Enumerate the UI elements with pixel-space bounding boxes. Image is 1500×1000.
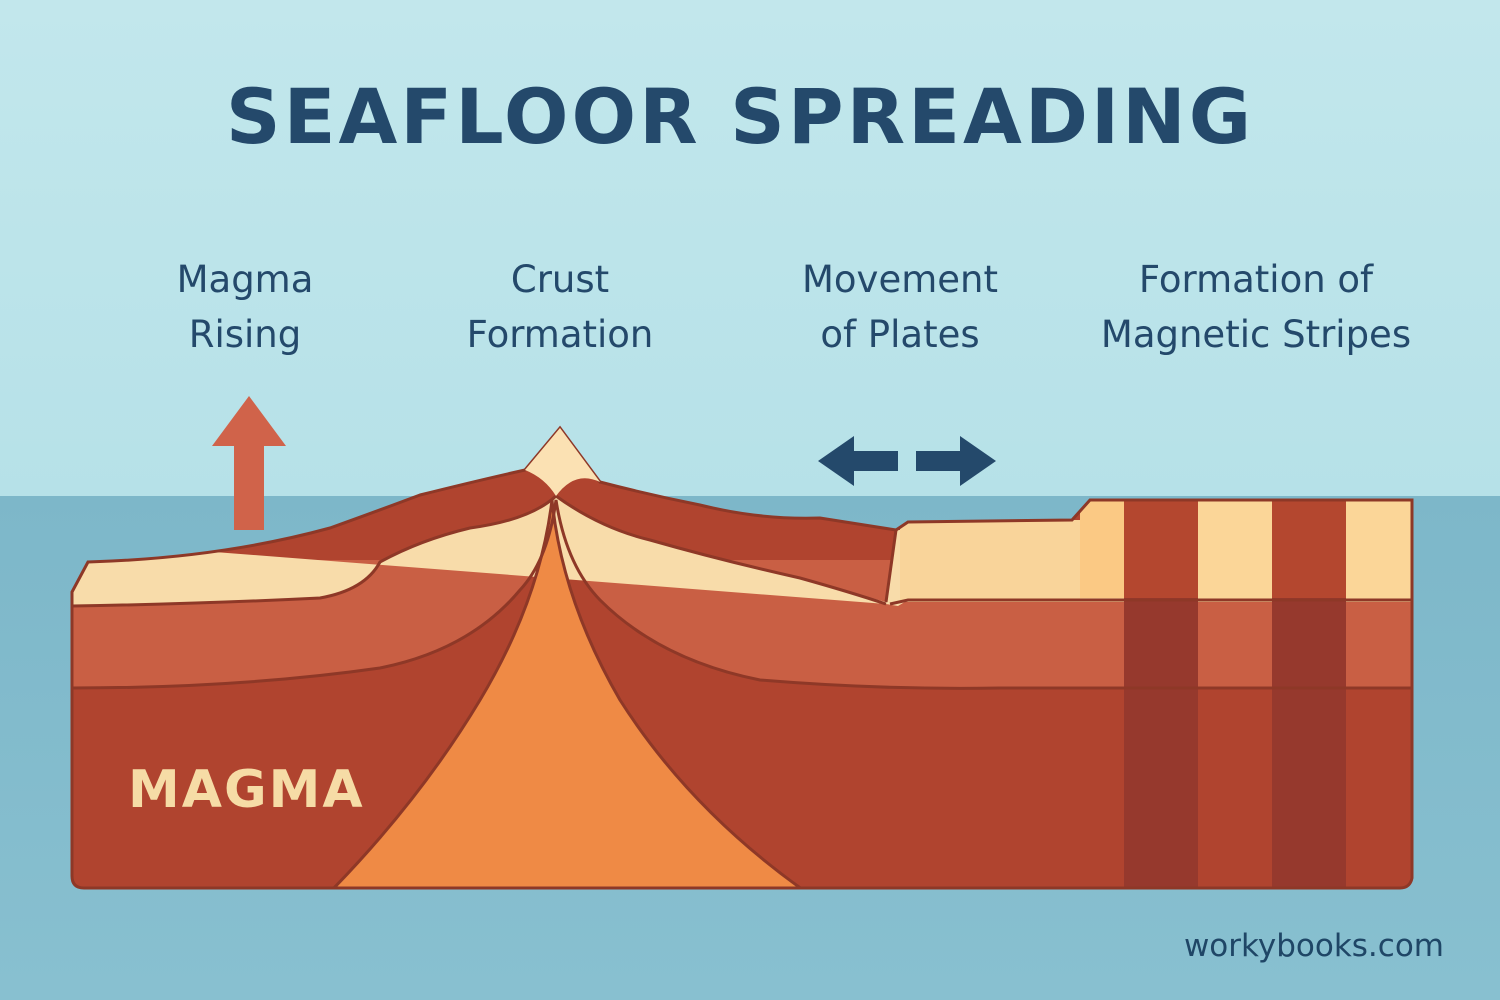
middle-crust-layer (72, 500, 1412, 689)
label-line: Formation of (1138, 258, 1374, 301)
arrow-left-icon (818, 436, 898, 486)
magnetic-stripe-mid-2 (1272, 500, 1346, 598)
label-line: Rising (188, 313, 302, 356)
layer-outlines (70, 425, 1414, 890)
label-line: Movement (802, 258, 998, 301)
label-line: Crust (510, 258, 610, 301)
arrow-up-icon (212, 396, 286, 530)
label-movement-of-plates: Movement of Plates (770, 252, 1030, 362)
ridge-peak (525, 428, 600, 496)
brand-watermark[interactable]: workybooks.com (1183, 928, 1444, 964)
magnetic-stripe-light-1 (1080, 500, 1124, 598)
label-line: Magma (176, 258, 314, 301)
diagram-title: SEAFLOOR SPREADING (225, 72, 1255, 161)
magnetic-stripe-light-2 (1198, 500, 1272, 598)
label-magnetic-stripes: Formation of Magnetic Stripes (1066, 252, 1446, 362)
label-magma-rising: Magma Rising (145, 252, 345, 362)
magnetic-stripe-mid-1 (1124, 500, 1198, 598)
label-line: Formation (466, 313, 654, 356)
arrow-right-icon (916, 436, 996, 486)
label-crust-formation: Crust Formation (440, 252, 680, 362)
magnetic-stripe-light-3 (1346, 500, 1412, 598)
label-line: of Plates (820, 313, 980, 356)
label-line: Magnetic Stripes (1100, 313, 1412, 356)
magma-label: MAGMA (128, 760, 365, 820)
